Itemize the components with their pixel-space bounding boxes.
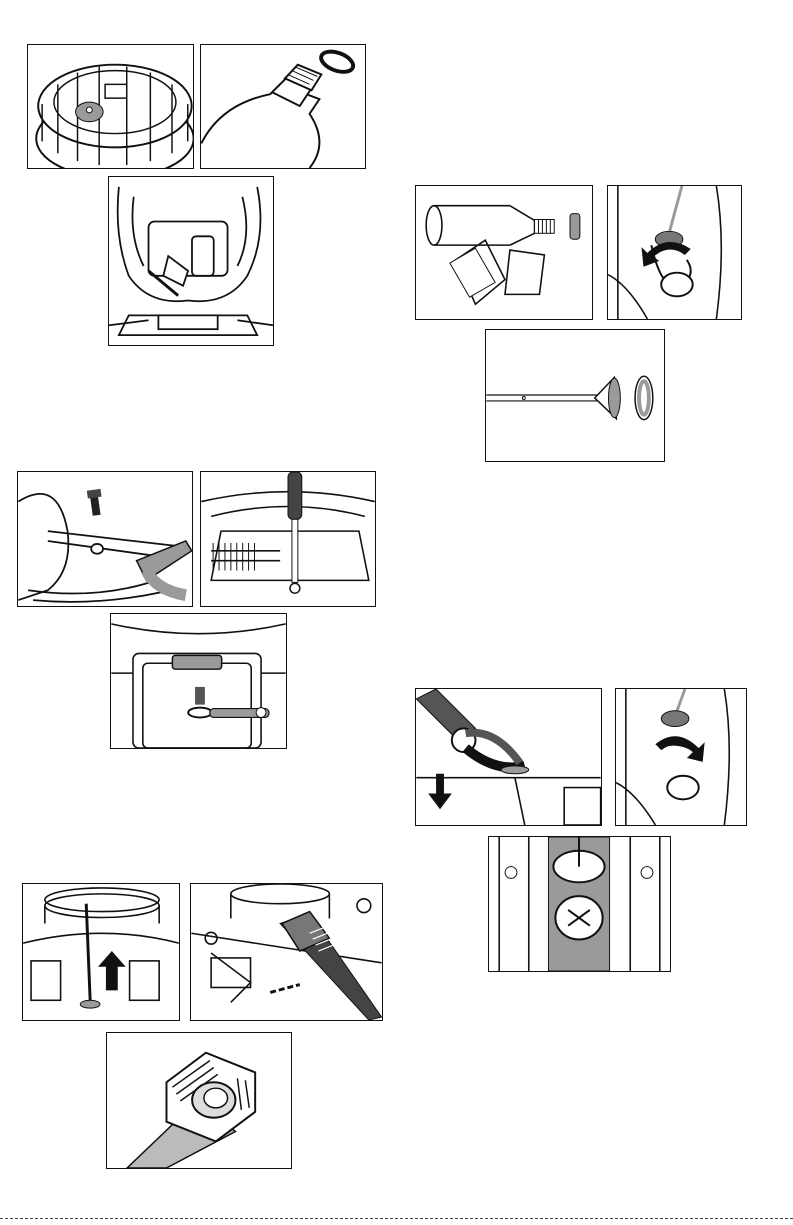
panel-rod-seal	[485, 329, 665, 462]
panel-filter-assembly	[415, 185, 593, 320]
panel-bracket-screw	[110, 613, 287, 749]
valve-rotate-arrow-illustration	[608, 186, 741, 319]
panel-bottle-neck	[200, 44, 366, 169]
panel-frame-filter	[108, 176, 274, 346]
valve-channel-illustration	[489, 837, 670, 971]
rod-seal-illustration	[486, 330, 664, 461]
fitting-closeup-illustration	[107, 1033, 291, 1168]
frame-filter-illustration	[109, 177, 273, 345]
panel-screwdriver	[200, 471, 376, 607]
bracket-screw-illustration	[111, 614, 286, 748]
filter-assembly-illustration	[416, 186, 592, 319]
page-cut-line	[0, 1218, 793, 1219]
tank-cap-illustration	[28, 45, 193, 168]
panel-cap-top	[27, 44, 194, 169]
panel-pliers-nut	[415, 688, 602, 826]
valve-rotate-arrow-illustration	[616, 689, 746, 825]
screwdriver-illustration	[201, 472, 375, 606]
panel-valve-rotate-cw	[615, 688, 747, 826]
panel-wrench	[190, 883, 383, 1021]
rod-up-arrow-illustration	[23, 884, 179, 1020]
bottle-o-ring-illustration	[201, 45, 365, 168]
panel-tank-rod-up	[22, 883, 180, 1021]
panel-valve-rotate-ccw	[607, 185, 742, 320]
handle-bolt-illustration	[18, 472, 192, 606]
wrench-illustration	[191, 884, 382, 1020]
panel-fitting-closeup	[106, 1032, 292, 1169]
panel-valve-channel	[488, 836, 671, 972]
pliers-down-arrow-illustration	[416, 689, 601, 825]
panel-handle-bolt	[17, 471, 193, 607]
